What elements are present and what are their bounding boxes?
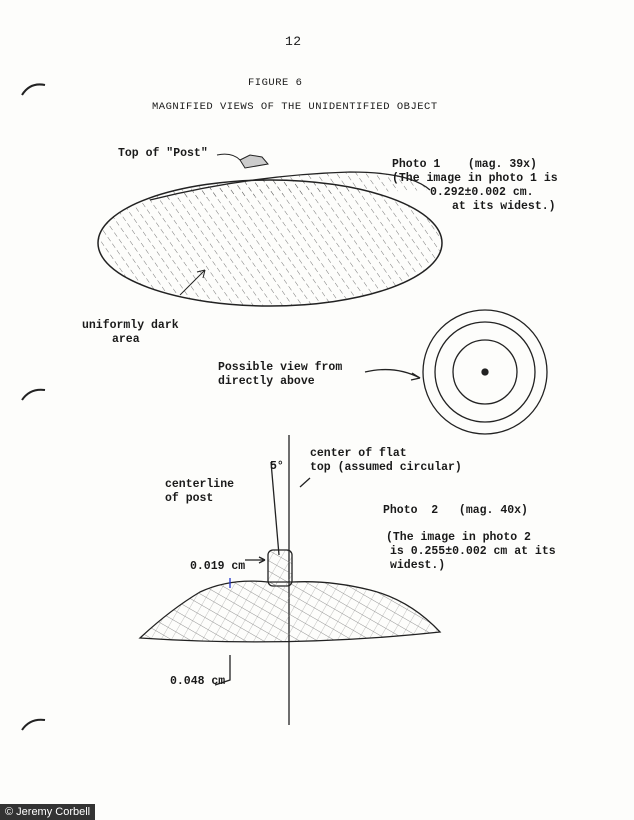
photo2-caption-1: (The image in photo 2 — [386, 531, 531, 544]
label-dim-base: 0.048 cm — [170, 675, 226, 688]
label-possible-view: Possible view from — [218, 361, 343, 374]
photo1-caption-1: (The image in photo 1 is — [392, 172, 558, 185]
photo-credit: © Jeremy Corbell — [0, 804, 96, 820]
label-top-of-post: Top of "Post" — [118, 147, 208, 160]
photo2-caption-3: widest.) — [390, 559, 446, 572]
top-view-drawing — [364, 309, 548, 435]
label-possible-view-2: directly above — [218, 375, 315, 388]
label-center-flat-top-2: top (assumed circular) — [310, 461, 462, 474]
label-angle: 5° — [270, 460, 284, 473]
photo1-caption-2: 0.292±0.002 cm. — [430, 186, 534, 199]
binder-hole-marks — [21, 83, 46, 731]
figure-title: MAGNIFIED VIEWS OF THE UNIDENTIFIED OBJE… — [152, 101, 438, 113]
photo2-drawing — [138, 435, 442, 725]
label-uniformly-dark: uniformly dark — [82, 319, 179, 332]
photo2-heading: Photo 2 (mag. 40x) — [383, 504, 528, 517]
photo2-caption-2: is 0.255±0.002 cm at its — [390, 545, 556, 558]
photo1-caption-3: at its widest.) — [452, 200, 556, 213]
label-uniformly-dark-2: area — [112, 333, 140, 346]
photo1-drawing — [97, 153, 443, 307]
label-centerline-2: of post — [165, 492, 214, 505]
label-center-flat-top: center of flat — [310, 447, 407, 460]
figure-label: FIGURE 6 — [248, 77, 303, 89]
photo1-heading: Photo 1 (mag. 39x) — [392, 158, 537, 171]
page-number: 12 — [285, 34, 302, 49]
label-dim-post: 0.019 cm — [190, 560, 246, 573]
label-centerline: centerline — [165, 478, 235, 491]
